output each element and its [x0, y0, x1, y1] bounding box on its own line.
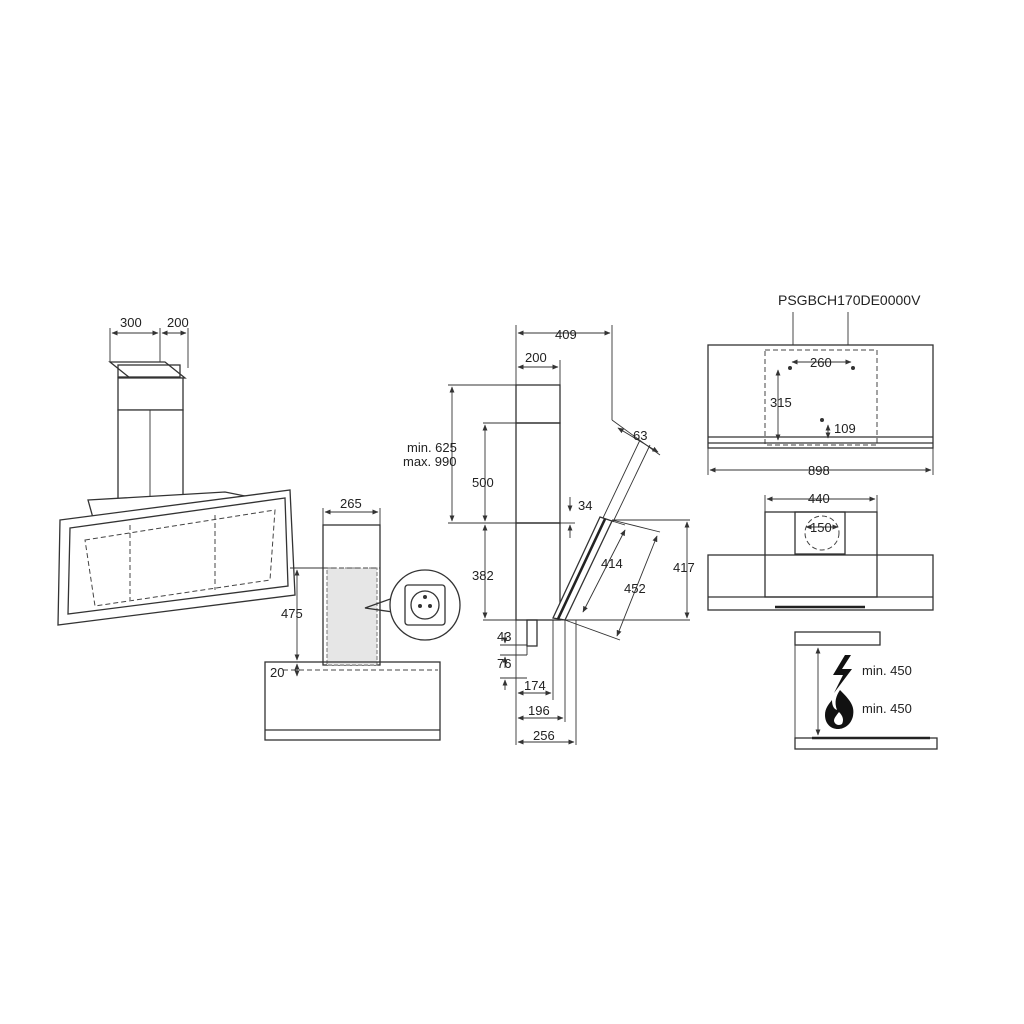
- side-dim-256: 256: [533, 728, 555, 743]
- top-dim-260: 260: [810, 355, 832, 370]
- side-dim-417: 417: [673, 560, 695, 575]
- side-dim-200: 200: [525, 350, 547, 365]
- socket-dim-475: 475: [281, 606, 303, 621]
- side-dim-409: 409: [555, 327, 577, 342]
- side-dim-min-625: min. 625: [407, 440, 457, 455]
- side-dim-382: 382: [472, 568, 494, 583]
- side-dim-max-990: max. 990: [403, 454, 456, 469]
- socket-view: 265 475 20: [264, 496, 461, 741]
- side-dim-43: 43: [497, 629, 511, 644]
- iso-dim-200: 200: [167, 315, 189, 330]
- flame-icon: [825, 690, 854, 729]
- isometric-view: 300 200: [57, 315, 296, 626]
- front-dim-440: 440: [808, 491, 830, 506]
- side-dim-34: 34: [578, 498, 592, 513]
- side-dim-174: 174: [524, 678, 546, 693]
- top-dim-315: 315: [770, 395, 792, 410]
- front-view: 440 150: [707, 491, 934, 611]
- socket-dim-265: 265: [340, 496, 362, 511]
- top-view: PSGBCH170DE0000V 260 315 109 898: [707, 292, 934, 478]
- side-dim-500: 500: [472, 475, 494, 490]
- side-dim-414: 414: [601, 556, 623, 571]
- side-dim-63: 63: [633, 428, 647, 443]
- gas-min-label: min. 450: [862, 701, 912, 716]
- iso-dim-300: 300: [120, 315, 142, 330]
- clearance-view: min. 450 min. 450: [794, 631, 938, 750]
- lightning-icon: [833, 655, 852, 693]
- socket-dim-20: 20: [270, 665, 284, 680]
- side-dim-452: 452: [624, 581, 646, 596]
- top-dim-898: 898: [808, 463, 830, 478]
- model-code: PSGBCH170DE0000V: [778, 292, 921, 308]
- side-view: 409 200 min. 625 max. 990 500 63 34 382 …: [403, 325, 695, 745]
- top-dim-109: 109: [834, 421, 856, 436]
- side-dim-76: 76: [497, 656, 511, 671]
- electric-min-label: min. 450: [862, 663, 912, 678]
- front-dim-150: 150: [810, 520, 832, 535]
- side-dim-196: 196: [528, 703, 550, 718]
